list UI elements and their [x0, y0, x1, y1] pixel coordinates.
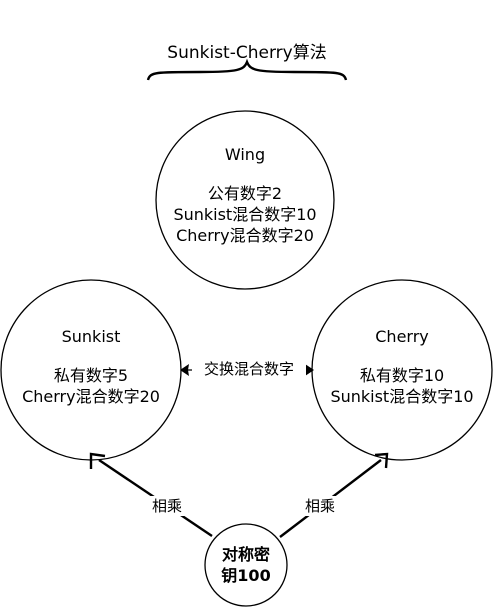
cherry-node-line: Sunkist混合数字10 [330, 387, 474, 406]
diagram-title: Sunkist-Cherry算法 [167, 43, 327, 63]
key-node-circle [204, 523, 288, 607]
wing-node-line: 公有数字2 [207, 184, 283, 203]
symmetric-key-line: 对称密 [221, 545, 270, 564]
wing-node-name: Wing [224, 145, 266, 164]
multiply-left-edge-label: 相乘 [147, 496, 187, 516]
sunkist-node-line: 私有数字5 [53, 366, 129, 385]
exchange-edge-label: 交换混合数字 [192, 359, 306, 379]
sunkist-node-name: Sunkist [61, 327, 121, 346]
sunkist-node: Sunkist 私有数字5 Cherry混合数字20 [1, 326, 181, 407]
cherry-node-line: 私有数字10 [359, 366, 445, 385]
wing-node-line: Cherry混合数字20 [176, 226, 314, 245]
wing-node-circle [155, 110, 335, 290]
multiply-left-arrow-head [89, 452, 106, 469]
sunkist-node-line: Cherry混合数字20 [22, 387, 160, 406]
wing-node: Wing 公有数字2 Sunkist混合数字10 Cherry混合数字20 [155, 144, 335, 246]
exchange-arrow-left-head [180, 364, 189, 376]
symmetric-key-line: 钥100 [221, 566, 271, 585]
cherry-node-name: Cherry [375, 327, 429, 346]
symmetric-key-node: 对称密 钥100 [206, 544, 286, 586]
multiply-right-edge-label: 相乘 [300, 496, 340, 516]
cherry-node: Cherry 私有数字10 Sunkist混合数字10 [312, 326, 492, 407]
wing-node-line: Sunkist混合数字10 [173, 205, 317, 224]
title-brace [146, 58, 348, 81]
exchange-arrow-right-head [305, 364, 314, 376]
multiply-right-arrow-head [374, 452, 389, 469]
